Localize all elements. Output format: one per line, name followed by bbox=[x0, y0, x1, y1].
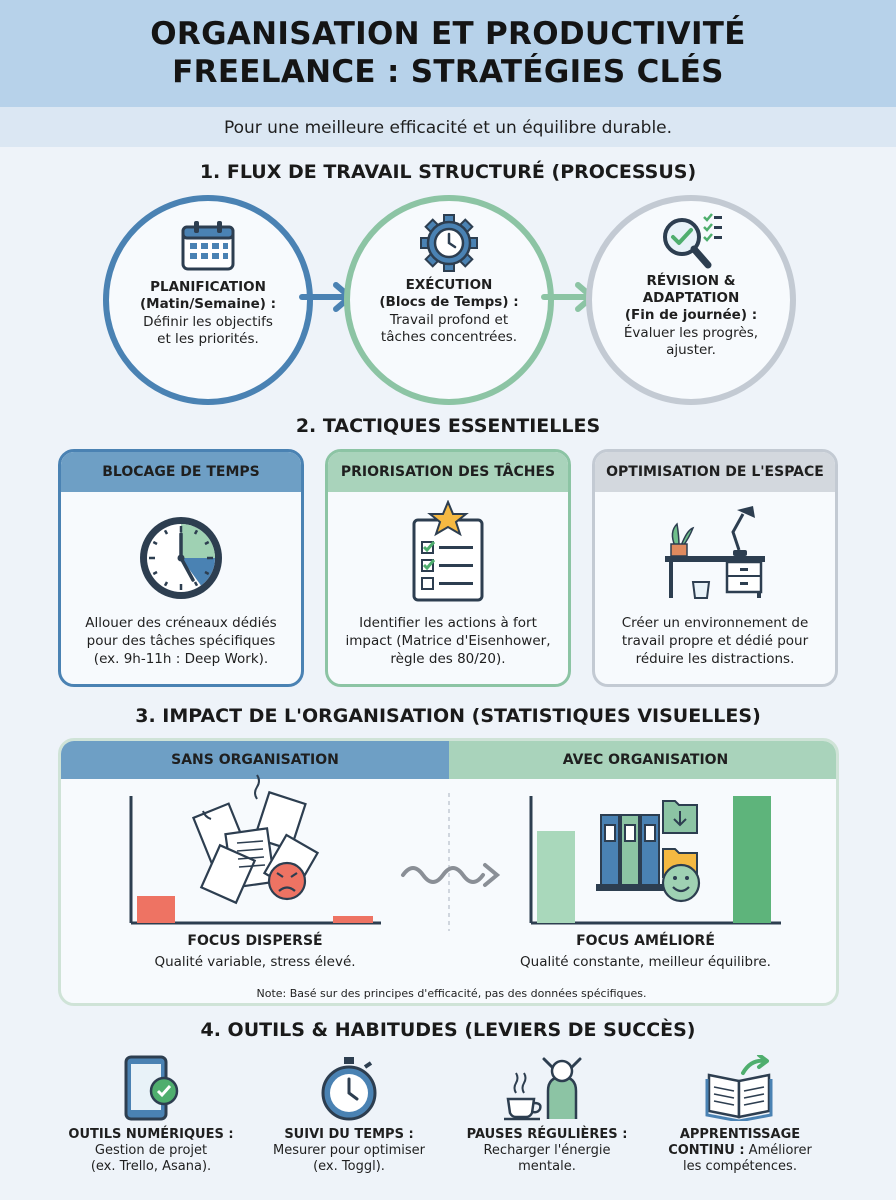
transition-arrow-icon bbox=[401, 863, 501, 887]
step2-desc: Travail profond et tâches concentrées. bbox=[380, 312, 518, 345]
left-label: FOCUS DISPERSÉ bbox=[187, 933, 323, 949]
impact-note: Note: Basé sur des principes d'efficacit… bbox=[256, 987, 647, 1000]
gear-clock-icon bbox=[420, 214, 478, 272]
right-label: FOCUS AMÉLIORÉ bbox=[576, 933, 715, 949]
stopwatch-icon bbox=[321, 1057, 377, 1121]
page-subtitle: Pour une meilleure efficacité et un équi… bbox=[0, 107, 896, 147]
binders-icon bbox=[596, 814, 664, 891]
tool3-desc: Recharger l'énergie mentale. bbox=[483, 1143, 611, 1174]
section2-title: 2. TACTIQUES ESSENTIELLES bbox=[295, 415, 601, 437]
book-icon bbox=[705, 1055, 773, 1121]
card3-text: Créer un environnement de travail propre… bbox=[621, 615, 809, 667]
card3-header: OPTIMISATION DE L'ESPACE bbox=[595, 452, 835, 492]
right-bar-2 bbox=[733, 796, 771, 923]
impact-illustration bbox=[129, 774, 781, 931]
step3-desc: Évaluer les progrès, ajuster. bbox=[623, 325, 759, 358]
tool1-title: OUTILS NUMÉRIQUES : bbox=[68, 1127, 234, 1142]
card2-text: Identifier les actions à fort impact (Ma… bbox=[345, 615, 551, 667]
step-execution: EXÉCUTION (Blocs de Temps) : Travail pro… bbox=[344, 195, 554, 405]
magnifier-checklist-icon bbox=[663, 213, 722, 269]
impact-left-header: SANS ORGANISATION bbox=[61, 741, 449, 779]
coffee-break-icon bbox=[504, 1057, 582, 1121]
tool1-desc: Gestion de projet (ex. Trello, Asana). bbox=[90, 1143, 212, 1174]
tool-time-tracking: SUIVI DU TEMPS : Mesurer pour optimiser … bbox=[254, 1055, 444, 1175]
tool-breaks: PAUSES RÉGULIÈRES : Recharger l'énergie … bbox=[452, 1055, 642, 1175]
tablet-check-icon bbox=[124, 1055, 179, 1121]
tool3-title: PAUSES RÉGULIÈRES : bbox=[466, 1127, 628, 1142]
stressed-face-icon bbox=[267, 861, 307, 901]
left-bar-2 bbox=[333, 916, 373, 923]
tool4-desc: CONTINU : Améliorer les compétences. bbox=[668, 1143, 812, 1174]
section4-title: 4. OUTILS & HABITUDES (LEVIERS DE SUCCÈS… bbox=[200, 1019, 696, 1041]
right-desc: Qualité constante, meilleur équilibre. bbox=[520, 954, 771, 970]
card-time-blocking: BLOCAGE DE TEMPS Allouer des créneaux dé… bbox=[58, 449, 304, 687]
card-space-optimization: OPTIMISATION DE L'ESPACE Créer un enviro… bbox=[592, 449, 838, 687]
left-bar-1 bbox=[137, 896, 175, 923]
step-planification: PLANIFICATION (Matin/Semaine) : Définir … bbox=[103, 195, 313, 405]
tool-learning: APPRENTISSAGE CONTINU : Améliorer les co… bbox=[650, 1055, 830, 1175]
happy-face-icon bbox=[661, 863, 701, 903]
step3-title: RÉVISION & ADAPTATION (Fin de journée) : bbox=[624, 273, 758, 323]
step-revision: RÉVISION & ADAPTATION (Fin de journée) :… bbox=[586, 195, 796, 405]
tool4-title: APPRENTISSAGE bbox=[679, 1127, 801, 1142]
right-bar-1 bbox=[537, 831, 575, 923]
tool-digital: OUTILS NUMÉRIQUES : Gestion de projet (e… bbox=[58, 1055, 244, 1175]
step2-title: EXÉCUTION (Blocs de Temps) : bbox=[379, 277, 519, 310]
card-prioritization: PRIORISATION DES TÂCHES Identifier les a… bbox=[325, 449, 571, 687]
left-desc: Qualité variable, stress élevé. bbox=[154, 954, 356, 970]
card2-header: PRIORISATION DES TÂCHES bbox=[328, 452, 568, 492]
desk-icon bbox=[665, 506, 765, 599]
section3-title: 3. IMPACT DE L'ORGANISATION (STATISTIQUE… bbox=[135, 705, 761, 727]
page-title-line1: ORGANISATION ET PRODUCTIVITÉ bbox=[150, 16, 746, 52]
step1-desc: Définir les objectifs et les priorités. bbox=[143, 314, 273, 347]
section1-title: 1. FLUX DE TRAVAIL STRUCTURÉ (PROCESSUS) bbox=[199, 161, 697, 183]
calendar-icon bbox=[181, 221, 235, 271]
tool2-title: SUIVI DU TEMPS : bbox=[284, 1127, 414, 1142]
card1-header: BLOCAGE DE TEMPS bbox=[61, 452, 301, 492]
tool2-desc: Mesurer pour optimiser (ex. Toggl). bbox=[273, 1143, 425, 1174]
page-title-line2: FREELANCE : STRATÉGIES CLÉS bbox=[172, 54, 724, 90]
page-header: ORGANISATION ET PRODUCTIVITÉ FREELANCE :… bbox=[0, 0, 896, 107]
impact-panel: SANS ORGANISATION AVEC ORGANISATION bbox=[58, 738, 839, 1006]
impact-right-header: AVEC ORGANISATION bbox=[449, 741, 836, 779]
clock-icon bbox=[140, 517, 222, 599]
card1-text: Allouer des créneaux dédiés pour des tâc… bbox=[85, 615, 277, 667]
page-title: ORGANISATION ET PRODUCTIVITÉ FREELANCE :… bbox=[0, 0, 896, 91]
checklist-star-icon bbox=[412, 500, 484, 602]
step1-title: PLANIFICATION (Matin/Semaine) : bbox=[139, 279, 277, 312]
